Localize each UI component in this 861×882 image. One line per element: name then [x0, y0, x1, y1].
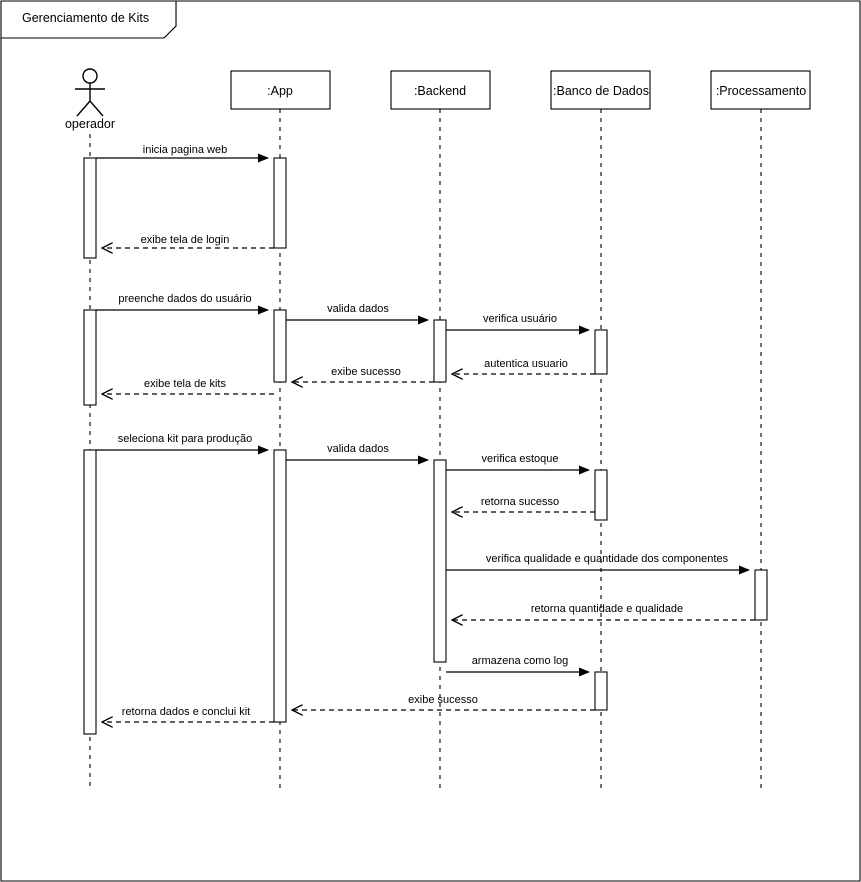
diagram-title-tab [0, 0, 177, 39]
message-label: verifica usuário [483, 313, 557, 325]
message-exibe-tela-de-login: exibe tela de login [102, 234, 274, 248]
message-label: inicia pagina web [143, 144, 227, 156]
message-label: preenche dados do usuário [118, 293, 251, 305]
message-label: exibe tela de login [141, 234, 230, 246]
lifeline-box-processamento[interactable] [710, 70, 811, 110]
message-label: autentica usuario [484, 358, 568, 370]
activation-bar-banco-3 [594, 469, 608, 521]
message-preenche-dados-do-usuario: preenche dados do usuário [96, 293, 269, 315]
lifeline-box-banco-de-dados[interactable] [550, 70, 651, 110]
activation-bar-operador-2 [83, 309, 97, 406]
message-inicia-pagina-web: inicia pagina web [96, 144, 269, 163]
message-retorna-sucesso: retorna sucesso [452, 496, 595, 512]
activation-bar-processamento-3 [754, 569, 768, 621]
message-label: exibe sucesso [408, 694, 478, 706]
lifeline-label-app: :App [267, 84, 293, 98]
message-label: armazena como log [472, 655, 569, 667]
lifeline-backend[interactable]: :Backend [390, 70, 491, 790]
diagram-title: Gerenciamento de Kits [22, 11, 149, 25]
activation-bar-app-1 [273, 157, 287, 249]
message-retorna-quantidade-qualidade: retorna quantidade e qualidade [452, 603, 755, 620]
activation-bar-backend-3 [433, 459, 447, 663]
lifeline-label-backend: :Backend [414, 84, 466, 98]
activation-bar-app-3 [273, 449, 287, 723]
activation-bar-operador-3 [83, 449, 97, 735]
message-label: retorna dados e conclui kit [122, 706, 250, 718]
message-label: verifica estoque [481, 453, 558, 465]
message-label: verifica qualidade e quantidade dos comp… [486, 553, 729, 565]
message-label: exibe tela de kits [144, 378, 226, 390]
stick-figure-actor-icon [75, 68, 105, 117]
message-label: retorna sucesso [481, 496, 559, 508]
message-verifica-usuario: verifica usuário [446, 313, 590, 335]
message-valida-dados-1: valida dados [286, 303, 429, 325]
message-exibe-sucesso-2: exibe sucesso [292, 694, 595, 710]
activation-bar-backend-2 [433, 319, 447, 383]
message-autentica-usuario: autentica usuario [452, 358, 595, 374]
message-verifica-estoque: verifica estoque [446, 453, 590, 475]
message-armazena-como-log: armazena como log [446, 655, 590, 677]
activation-bar-operador-1 [83, 157, 97, 259]
message-label: valida dados [327, 443, 389, 455]
message-label: valida dados [327, 303, 389, 315]
activation-bar-banco-4 [594, 671, 608, 711]
lifeline-box-app[interactable] [230, 70, 331, 110]
message-seleciona-kit-para-producao: seleciona kit para produção [96, 433, 269, 455]
lifeline-label-processamento: :Processamento [716, 84, 806, 98]
message-exibe-tela-de-kits: exibe tela de kits [102, 378, 274, 394]
activation-bar-app-2 [273, 309, 287, 383]
message-valida-dados-2: valida dados [286, 443, 429, 465]
message-label: seleciona kit para produção [118, 433, 253, 445]
message-exibe-sucesso-1: exibe sucesso [292, 366, 434, 382]
message-verifica-qualidade-quantidade: verifica qualidade e quantidade dos comp… [446, 553, 750, 575]
message-label: retorna quantidade e qualidade [531, 603, 683, 615]
lifeline-label-banco-de-dados: :Banco de Dados [553, 84, 649, 98]
message-label: exibe sucesso [331, 366, 401, 378]
lifeline-label-operador: operador [65, 117, 115, 131]
lifeline-processamento[interactable]: :Processamento [710, 70, 811, 790]
message-retorna-dados-e-conclui-kit: retorna dados e conclui kit [102, 706, 274, 722]
activation-bar-banco-2 [594, 329, 608, 375]
